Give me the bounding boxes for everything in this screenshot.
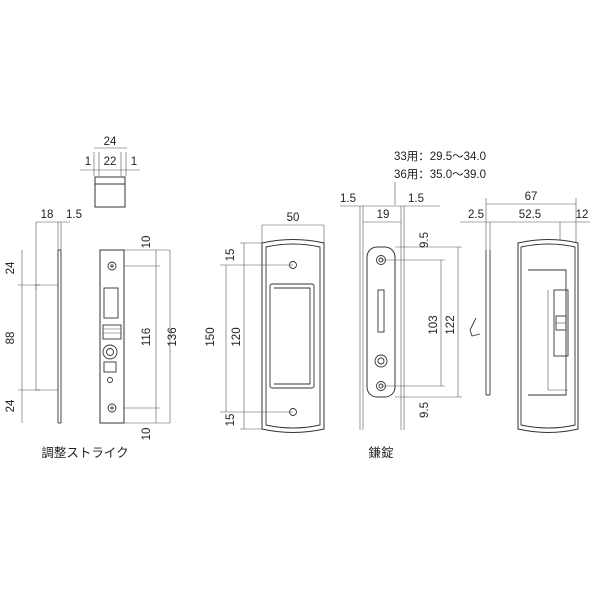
dim-strike-24-bottom: 24 — [5, 399, 17, 412]
dim-plate-120: 120 — [231, 327, 243, 346]
dim-strike-24-top: 24 — [5, 261, 17, 274]
lock-side-view: 33用：29.5～34.0 36用：35.0～39.0 1.5 19 1.5 9… — [340, 151, 486, 430]
dim-side-9-5-bottom: 9.5 — [419, 402, 431, 418]
caption-strike: 調整ストライク — [41, 445, 128, 460]
dim-strike-top-width: 24 — [104, 136, 117, 148]
dim-strike-top-right-gap: 1 — [131, 156, 137, 168]
dim-body-2-5: 2.5 — [468, 209, 484, 221]
dim-strike-10-top: 10 — [141, 236, 153, 249]
strike-top-outline — [94, 176, 126, 208]
dim-body-12: 12 — [576, 209, 589, 221]
dim-body-52-5: 52.5 — [519, 209, 541, 221]
text-range-36: 36用：35.0～39.0 — [394, 169, 486, 181]
dim-strike-10-bottom: 10 — [141, 428, 153, 441]
strike-front-view: 18 1.5 24 88 24 — [5, 209, 179, 440]
dim-strike-top-inner: 22 — [104, 156, 117, 168]
dim-plate-15-top: 15 — [225, 249, 237, 262]
dim-strike-top-left-gap: 1 — [85, 156, 91, 168]
dim-plate-15-bottom: 15 — [225, 414, 237, 427]
dim-side-103: 103 — [428, 315, 440, 334]
strike-front-plate — [99, 249, 125, 424]
text-range-33: 33用：29.5～34.0 — [394, 151, 486, 163]
plate-recess — [269, 283, 315, 389]
dim-strike-1-5: 1.5 — [66, 209, 82, 221]
strike-screw-bottom — [107, 403, 117, 413]
dim-strike-136: 136 — [167, 327, 179, 346]
dim-side-19: 19 — [377, 209, 390, 221]
latch-hook — [469, 317, 481, 337]
lock-bolt-slot — [377, 289, 385, 333]
dim-strike-116: 116 — [141, 328, 153, 346]
lock-body-view: 67 2.5 52.5 12 — [460, 191, 590, 433]
dim-side-1-5-right: 1.5 — [408, 193, 424, 205]
strike-top-view: 24 22 1 1 — [80, 136, 140, 208]
dim-strike-18: 18 — [41, 209, 54, 221]
strike-adjuster-wheel — [102, 344, 118, 360]
dim-plate-50: 50 — [287, 212, 300, 224]
lock-cylinder — [374, 354, 388, 368]
dim-plate-150: 150 — [205, 327, 217, 346]
lock-plate-view: 50 15 150 120 15 — [205, 212, 325, 433]
lock-faceplate — [366, 246, 396, 398]
caption-lock: 鎌錠 — [368, 445, 394, 460]
dim-side-122: 122 — [445, 315, 457, 334]
strike-screw-top — [107, 261, 117, 271]
dim-strike-88: 88 — [5, 332, 17, 345]
dim-side-1-5-left: 1.5 — [340, 193, 356, 205]
dim-body-67: 67 — [525, 191, 538, 203]
dim-side-9-5-top: 9.5 — [419, 232, 431, 248]
strike-opening — [103, 287, 119, 319]
